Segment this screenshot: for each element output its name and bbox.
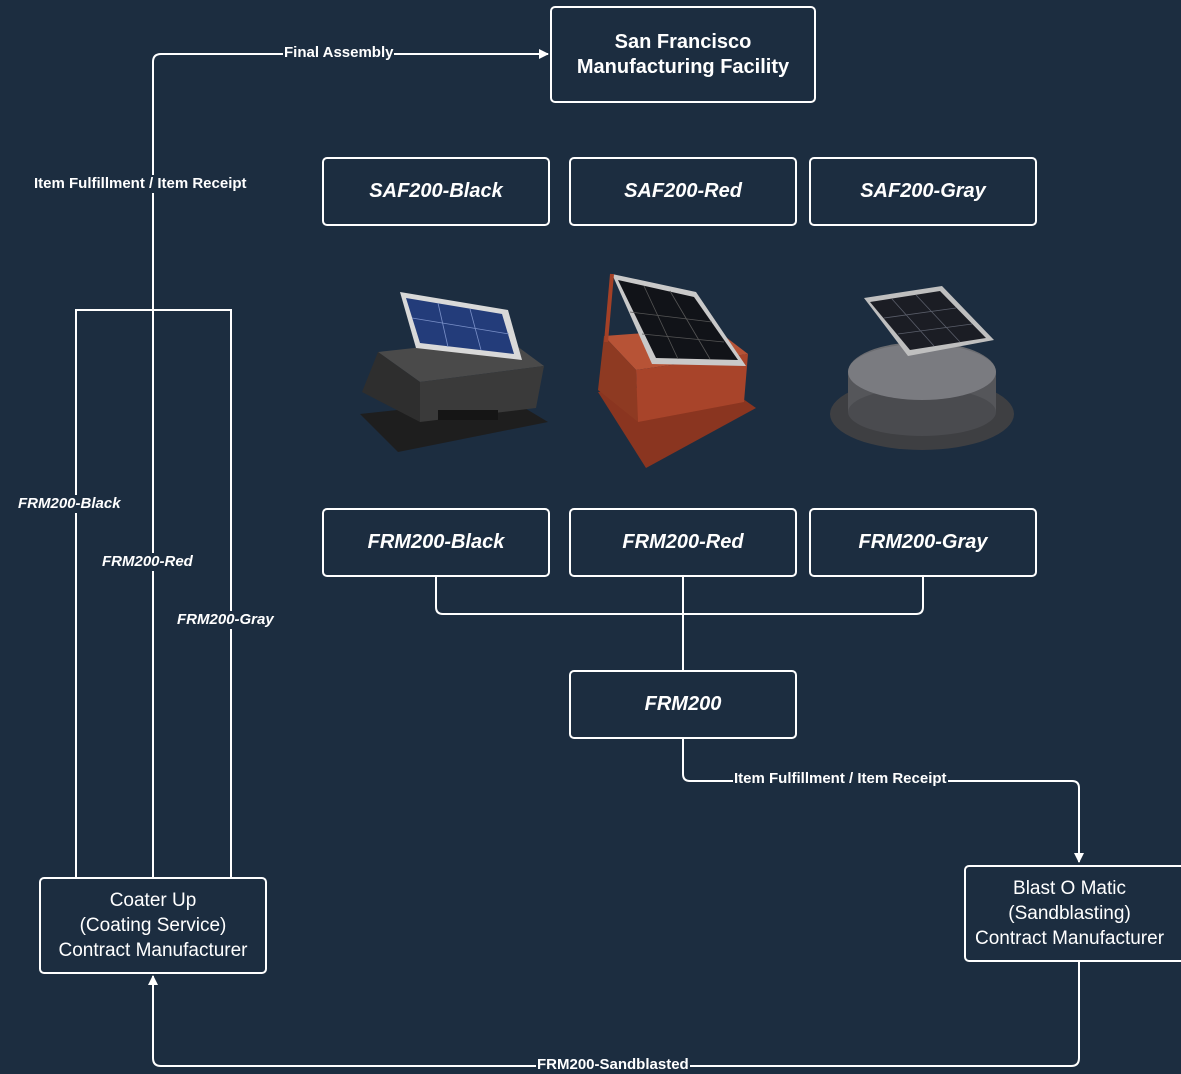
frm200-box[interactable]: FRM200 <box>569 670 797 739</box>
coater-name: Coater Up <box>109 890 197 911</box>
red-solar-fan-image <box>598 273 756 468</box>
fulfillment-left-label: Item Fulfillment / Item Receipt <box>33 175 248 193</box>
final-assembly-label: Final Assembly <box>283 44 395 62</box>
frm200-black-edge-label: FRM200-Black <box>17 495 122 513</box>
frm200-gray-box[interactable]: FRM200-Gray <box>809 508 1037 577</box>
saf200-black-box[interactable]: SAF200-Black <box>322 157 550 226</box>
sandblasted-label: FRM200-Sandblasted <box>536 1056 690 1074</box>
sandblasted-connector <box>148 962 1080 1067</box>
saf200-red-label: SAF200-Red <box>624 180 742 202</box>
fulfillment-right-label: Item Fulfillment / Item Receipt <box>733 770 948 788</box>
frm200-gray-edge-label: FRM200-Gray <box>176 611 275 629</box>
facility-box[interactable]: San Francisco Manufacturing Facility <box>550 6 816 103</box>
fulfillment-right-connector <box>682 739 1084 863</box>
blaster-type: Contract Manufacturer <box>975 928 1165 949</box>
blaster-service: (Sandblasting) <box>1008 903 1131 924</box>
frm200-black-label: FRM200-Black <box>367 531 505 553</box>
frm200-label: FRM200 <box>644 693 722 715</box>
frm-variants-bracket <box>435 577 924 615</box>
black-solar-fan-image <box>360 292 548 452</box>
frm200-red-label: FRM200-Red <box>622 531 744 553</box>
frm200-gray-label: FRM200-Gray <box>858 531 988 553</box>
coater-up-box[interactable]: Coater Up (Coating Service) Contract Man… <box>39 877 267 974</box>
frm200-red-edge-label: FRM200-Red <box>101 553 194 571</box>
saf200-black-label: SAF200-Black <box>369 180 503 202</box>
final-assembly-connector <box>152 49 549 310</box>
saf200-gray-label: SAF200-Gray <box>860 180 986 202</box>
saf200-red-box[interactable]: SAF200-Red <box>569 157 797 226</box>
saf200-gray-box[interactable]: SAF200-Gray <box>809 157 1037 226</box>
frm200-black-box[interactable]: FRM200-Black <box>322 508 550 577</box>
blaster-name: Blast O Matic <box>1013 878 1126 899</box>
coater-type: Contract Manufacturer <box>58 940 248 961</box>
gray-solar-fan-image <box>830 286 1014 450</box>
blast-o-matic-box[interactable]: Blast O Matic (Sandblasting) Contract Ma… <box>964 865 1181 962</box>
coater-service: (Coating Service) <box>79 915 227 936</box>
facility-name-line2: Manufacturing Facility <box>576 55 790 78</box>
frm200-red-box[interactable]: FRM200-Red <box>569 508 797 577</box>
facility-name-line1: San Francisco <box>614 30 752 53</box>
